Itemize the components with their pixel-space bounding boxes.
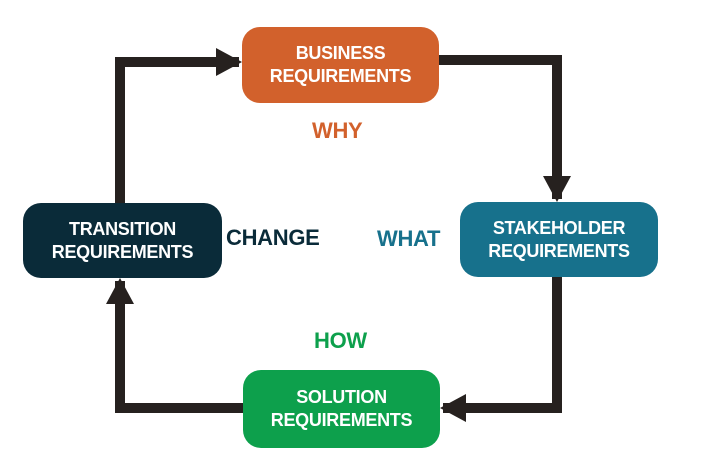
node-label-line: REQUIREMENTS xyxy=(488,240,630,261)
node-label-line: REQUIREMENTS xyxy=(269,66,412,86)
caption-why: WHY xyxy=(312,118,363,143)
node-business-requirements: BUSINESS REQUIREMENTS xyxy=(242,27,439,103)
arrow-stakeholder-to-solution xyxy=(440,277,562,422)
node-label-line: TRANSITION xyxy=(69,218,176,239)
caption-change: CHANGE xyxy=(226,225,320,250)
node-label-line: REQUIREMENTS xyxy=(51,241,194,262)
node-label-line: REQUIREMENTS xyxy=(270,410,413,430)
caption-what: WHAT xyxy=(377,226,441,251)
node-transition-requirements: TRANSITION REQUIREMENTS xyxy=(23,203,222,278)
node-stakeholder-requirements: STAKEHOLDER REQUIREMENTS xyxy=(460,202,658,277)
arrow-solution-to-transition xyxy=(106,278,243,413)
caption-how: HOW xyxy=(314,328,367,353)
node-solution-requirements: SOLUTION REQUIREMENTS xyxy=(243,370,440,448)
node-label-line: SOLUTION xyxy=(296,387,387,407)
node-label-line: STAKEHOLDER xyxy=(492,217,626,238)
node-label-line: BUSINESS xyxy=(295,43,386,63)
arrow-transition-to-business xyxy=(115,48,242,203)
arrow-business-to-stakeholder xyxy=(439,55,571,202)
